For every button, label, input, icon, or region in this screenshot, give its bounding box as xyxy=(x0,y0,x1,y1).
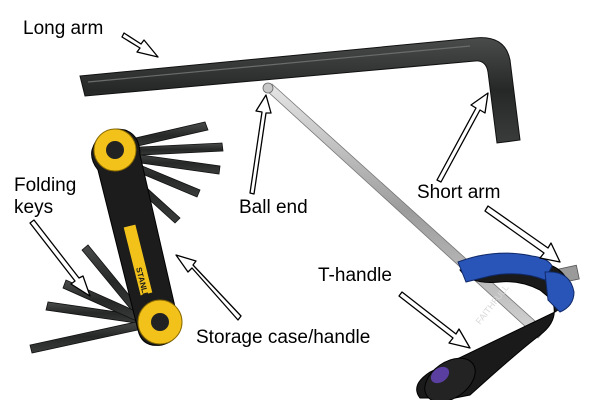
case-pivot-top-inner xyxy=(106,141,124,159)
label-ball-end: Ball end xyxy=(239,197,308,219)
label-folding-keys: Folding keys xyxy=(14,175,104,219)
label-folding-keys-line2: keys xyxy=(14,197,104,219)
ball-end-tip xyxy=(263,83,273,93)
case-pivot-bottom-inner xyxy=(151,313,169,331)
label-long-arm: Long arm xyxy=(23,18,103,40)
label-t-handle: T-handle xyxy=(318,265,392,287)
arrow-folding-keys xyxy=(30,220,90,296)
arrow-ball-end xyxy=(250,95,271,194)
label-short-arm: Short arm xyxy=(417,182,500,204)
label-folding-keys-line1: Folding xyxy=(14,175,104,197)
arrow-t-handle xyxy=(399,292,470,348)
folding-key-set: STANLEY xyxy=(30,122,223,353)
label-storage-case-handle: Storage case/handle xyxy=(196,327,370,349)
arrow-short-arm xyxy=(437,93,488,182)
arrow-long-arm xyxy=(122,33,158,57)
arrow-storage-case xyxy=(176,255,241,320)
